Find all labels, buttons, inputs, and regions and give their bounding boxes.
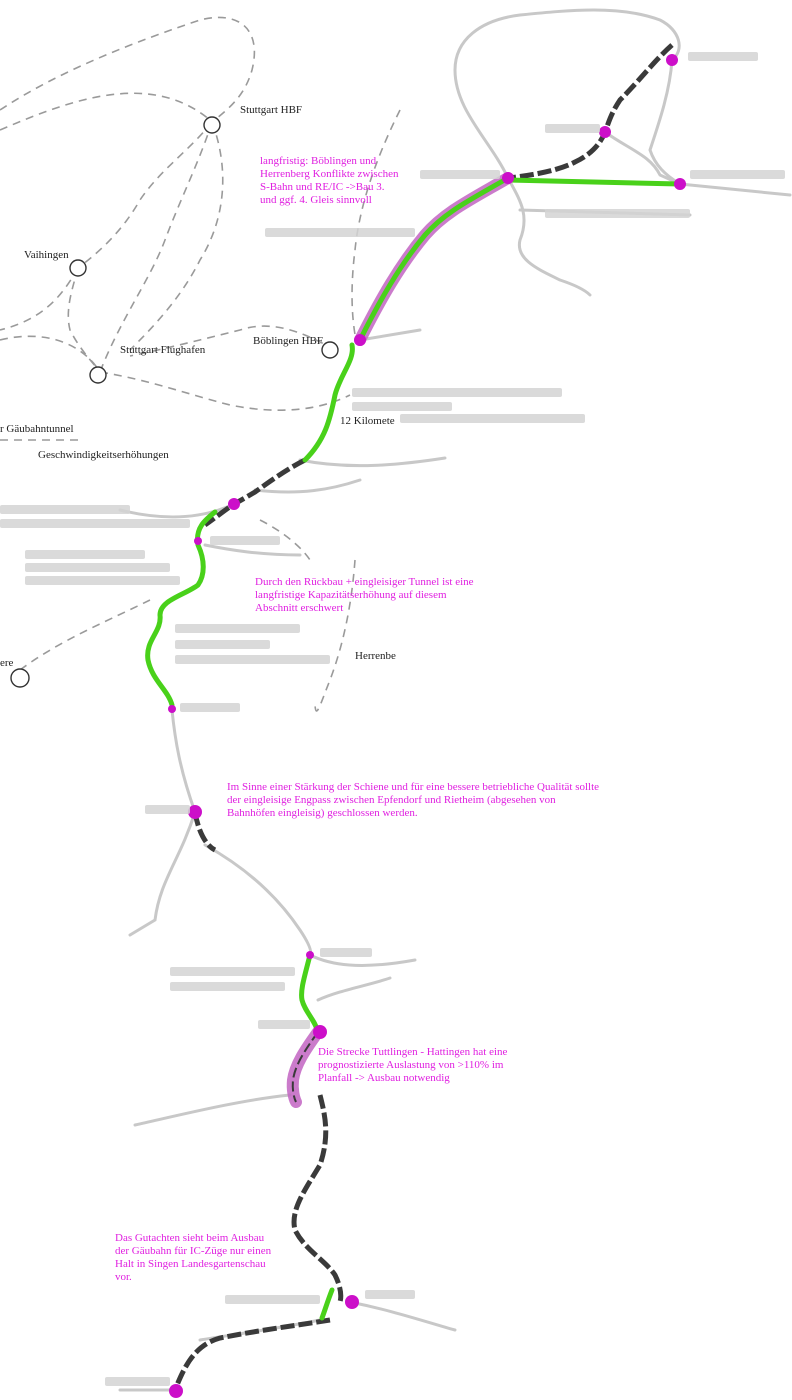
label-stuttgart-hbf: Stuttgart HBF: [240, 104, 303, 116]
blurred-label: [0, 505, 130, 514]
label-stuttgart-flughafen: Stuttgart Flughafen: [120, 344, 206, 356]
blurred-label: [320, 948, 372, 957]
blurred-label: [265, 228, 415, 237]
annotation-tuttlingen-hattingen: Die Strecke Tuttlingen - Hattingen hat e…: [318, 1046, 508, 1084]
label-vaihingen: Vaihingen: [24, 249, 69, 261]
label-herrenberg: Herrenbe: [355, 650, 396, 662]
station-marker: [188, 805, 202, 819]
gaeubahn-track: [172, 43, 674, 1391]
stations: [168, 54, 686, 1398]
blurred-label: [545, 124, 600, 133]
blurred-label: [170, 982, 285, 991]
station-ring: [10, 668, 30, 688]
blurred-label: [170, 967, 295, 976]
blurred-label: [0, 519, 190, 528]
station-ring: [203, 116, 221, 134]
blurred-label: [258, 1020, 310, 1029]
station-marker: [168, 705, 176, 713]
blurred-label: [25, 576, 180, 585]
annotation-engpass: Im Sinne einer Stärkung der Schiene und …: [227, 781, 600, 819]
station-marker: [228, 498, 240, 510]
label-geschwindigkeit: Geschwindigkeitserhöhungen: [38, 449, 169, 461]
annotation-boeblingen-herrenberg: langfristig: Böblingen und Herrenberg Ko…: [260, 155, 399, 206]
station-ring: [89, 366, 107, 384]
blurred-label: [352, 388, 562, 397]
label-boeblingen-hbf: Böblingen HBF: [253, 335, 323, 347]
annotation-singen: Das Gutachten sieht beim Ausbau der Gäub…: [115, 1232, 272, 1283]
label-edge-left: ere: [0, 657, 14, 669]
blurred-label: [400, 414, 585, 423]
blurred-label: [180, 703, 240, 712]
gaeubahn-route: [145, 175, 683, 1321]
station-marker: [306, 951, 314, 959]
blurred-label: [25, 550, 145, 559]
annotation-rueckbau: Durch den Rückbau + eingleisiger Tunnel …: [255, 576, 474, 614]
blurred-label: [175, 624, 300, 633]
blurred-label: [105, 1377, 170, 1386]
highlight-inner: [291, 1031, 319, 1103]
station-marker: [345, 1295, 359, 1309]
station-marker: [502, 172, 514, 184]
station-ring: [321, 341, 339, 359]
blurred-label: [365, 1290, 415, 1299]
blurred-label: [420, 170, 500, 179]
regional-lines: [118, 8, 792, 1392]
station-marker: [674, 178, 686, 190]
blurred-label: [352, 402, 452, 411]
blurred-label: [175, 640, 270, 649]
label-gaeubahntunnel: r Gäubahntunnel: [0, 423, 74, 435]
blurred-label: [690, 170, 785, 179]
blurred-label: [25, 563, 170, 572]
blurred-label: [688, 52, 758, 61]
blurred-label: [145, 805, 190, 814]
station-marker: [354, 334, 366, 346]
station-marker: [194, 537, 202, 545]
station-marker: [599, 126, 611, 138]
station-ring: [69, 259, 87, 277]
blurred-label: [545, 209, 690, 218]
stuttgart-stations: [10, 116, 339, 688]
station-marker: [313, 1025, 327, 1039]
label-12-kilometer: 12 Kilomete: [340, 415, 395, 427]
blurred-label: [210, 536, 280, 545]
station-marker: [666, 54, 678, 66]
station-marker: [169, 1384, 183, 1398]
stuttgart-network: [0, 16, 401, 712]
blurred-label: [225, 1295, 320, 1304]
blurred-label: [175, 655, 330, 664]
